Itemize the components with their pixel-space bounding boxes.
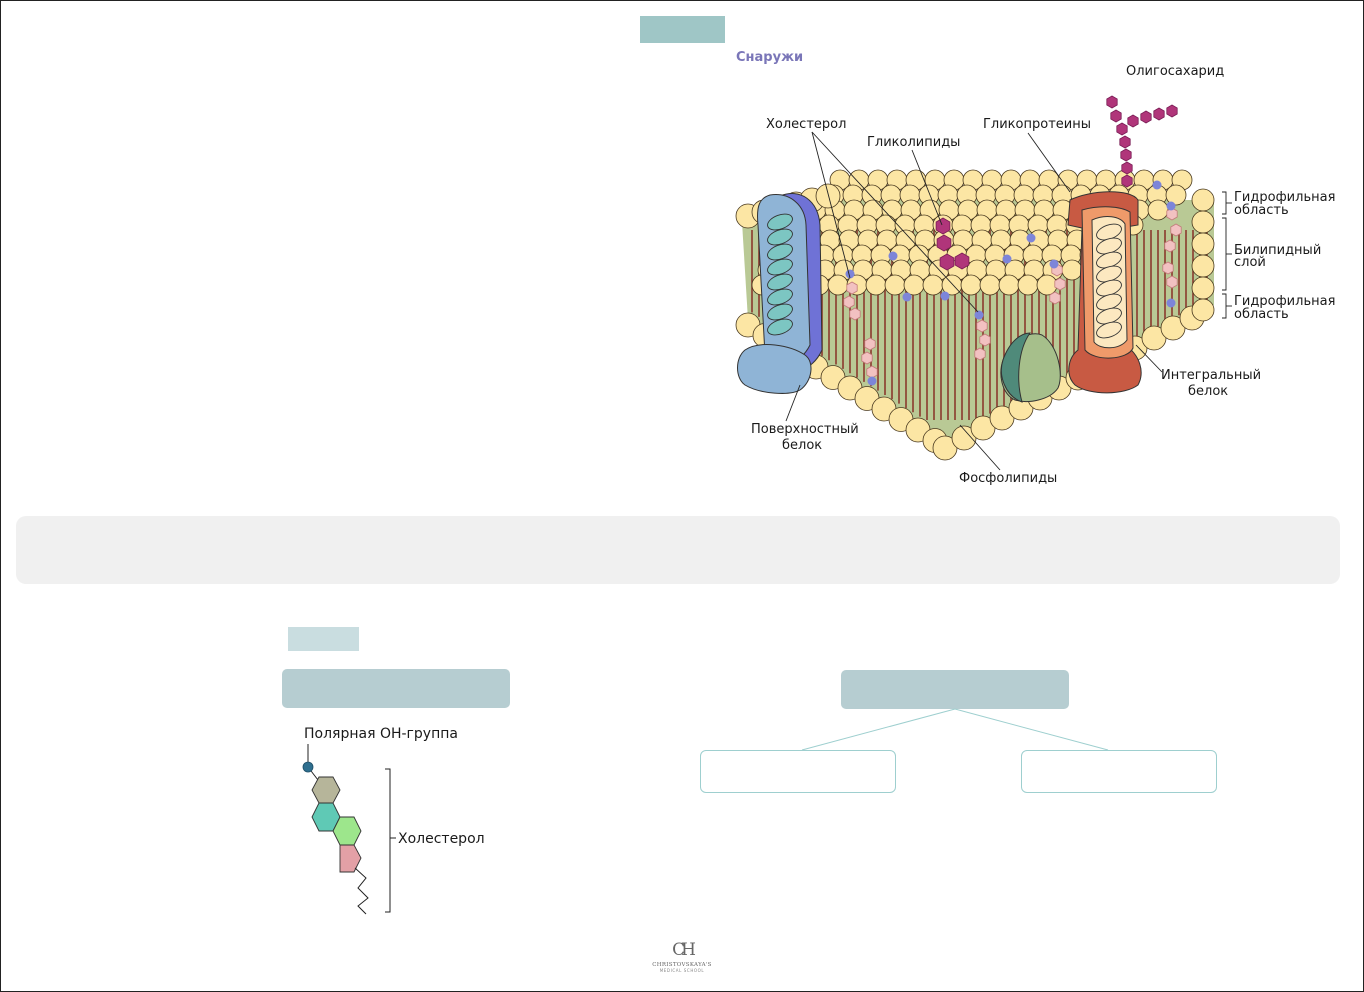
membrane-diagram: Олигосахарид Холестерол Гликолипиды Глик… — [735, 64, 1335, 486]
glycolipid-dot — [1049, 259, 1059, 269]
glycolipid-dot — [888, 251, 898, 261]
sugar-unit — [939, 253, 955, 271]
cholesterol-ring — [1170, 223, 1182, 237]
side-chain — [354, 867, 369, 915]
glycolipid-dot — [867, 376, 877, 386]
glycolipid-dot — [940, 291, 950, 301]
helix-turn — [767, 258, 793, 276]
cholesterol-ring — [1054, 277, 1066, 291]
left-empty-box — [700, 750, 896, 793]
left-title-box — [282, 669, 510, 708]
sugar-unit — [1119, 135, 1131, 149]
phospholipid-head — [1165, 184, 1187, 206]
outside-label: Снаружи — [736, 50, 804, 65]
label-oligosaccharide: Олигосахарид — [1126, 64, 1224, 79]
helix-turn — [767, 288, 793, 306]
sugar-unit — [1153, 107, 1165, 121]
cholesterol-bracket — [385, 768, 391, 913]
sugar-unit — [935, 217, 951, 235]
cholesterol-ring — [864, 337, 876, 351]
label-phospholipids: Фосфолипиды — [959, 471, 1057, 486]
helix-turn — [767, 228, 793, 246]
leader-lines — [785, 131, 1232, 471]
right-title-box — [841, 670, 1069, 709]
helix-turn — [767, 213, 793, 231]
label-hydrophilic-bottom-2: область — [1234, 307, 1289, 322]
empty-text-band — [16, 516, 1340, 584]
cholesterol-ring — [1166, 207, 1178, 221]
oh-group-circle — [302, 761, 314, 773]
helix-turn — [767, 318, 793, 336]
helix-turn — [1096, 321, 1122, 339]
sugar-unit — [1116, 122, 1128, 136]
label-surface-1: Поверхностный — [751, 422, 859, 437]
helix-turn — [767, 303, 793, 321]
cholesterol-ring — [976, 319, 988, 333]
cholesterol-ring — [861, 351, 873, 365]
sugar-unit — [1121, 161, 1133, 175]
cholesterol-ring — [979, 333, 991, 347]
surface-protein — [737, 193, 823, 394]
label-glycolipids: Гликолипиды — [867, 135, 960, 150]
label-hydrophilic-top-1: Гидрофильная — [1234, 190, 1335, 205]
ring-d — [339, 844, 362, 873]
glycolipid-dot — [1166, 298, 1176, 308]
logo-line1: CHRISTOVSKAYA'S — [652, 962, 712, 968]
cholesterol-ring — [849, 307, 861, 321]
cholesterol-ring — [1049, 291, 1061, 305]
glycolipid-dot — [1002, 254, 1012, 264]
oligosaccharide-chain — [1106, 95, 1178, 188]
sugar-unit — [1120, 148, 1132, 162]
sugar-unit — [1127, 114, 1139, 128]
glycolipid-dot — [1166, 201, 1176, 211]
sugar-unit — [1166, 104, 1178, 118]
polar-group-label: Полярная ОН-группа — [304, 726, 458, 742]
cholesterol-ring — [843, 295, 855, 309]
integral-protein — [1067, 191, 1142, 394]
label-cholesterol: Холестерол — [766, 117, 846, 132]
label-bilipid-1: Билипидный — [1234, 243, 1321, 258]
sugar-unit — [1121, 174, 1133, 188]
glycolipid-dot — [845, 269, 855, 279]
cholesterol-ring — [1166, 275, 1178, 289]
label-hydrophilic-top-2: область — [1234, 203, 1289, 218]
label-integral-1: Интегральный — [1161, 368, 1261, 383]
sugar-unit — [1140, 110, 1152, 124]
peripheral-protein — [1000, 332, 1061, 403]
school-logo: CH CHRISTOVSKAYA'S MEDICAL SCHOOL — [640, 940, 724, 973]
right-empty-box — [1021, 750, 1217, 793]
label-surface-2: белок — [782, 438, 822, 453]
cholesterol-ring — [1162, 261, 1174, 275]
cholesterol-ring — [846, 281, 858, 295]
glycolipid-dot — [902, 292, 912, 302]
cholesterol-ring — [1164, 239, 1176, 253]
phospholipid-head — [815, 183, 841, 209]
phospholipid-head — [1191, 298, 1215, 322]
sugar-unit — [936, 234, 952, 252]
glycolipid-dot — [974, 310, 984, 320]
label-integral-2: белок — [1188, 384, 1228, 399]
label-hydrophilic-bottom-1: Гидрофильная — [1234, 294, 1335, 309]
cholesterol-molecules — [843, 207, 1182, 379]
sugar-unit — [1106, 95, 1118, 109]
logo-monogram: CH — [672, 940, 696, 960]
header-tag — [640, 16, 725, 43]
cholesterol-ring — [974, 347, 986, 361]
logo-line2: MEDICAL SCHOOL — [659, 968, 705, 973]
cholesterol-name-label: Холестерол — [398, 831, 485, 847]
label-bilipid-2: слой — [1234, 255, 1266, 270]
helix-turn — [767, 273, 793, 291]
glycolipid-sugar — [935, 217, 970, 271]
sugar-unit — [1110, 109, 1122, 123]
glycolipid-dots — [845, 180, 1176, 386]
label-glycoproteins: Гликопротеины — [983, 117, 1091, 132]
glycolipid-dot — [1152, 180, 1162, 190]
glycolipid-dot — [1026, 233, 1036, 243]
section-tag — [288, 627, 359, 651]
sugar-unit — [954, 252, 970, 270]
ring-a — [311, 776, 341, 804]
helix-turn — [767, 243, 793, 261]
